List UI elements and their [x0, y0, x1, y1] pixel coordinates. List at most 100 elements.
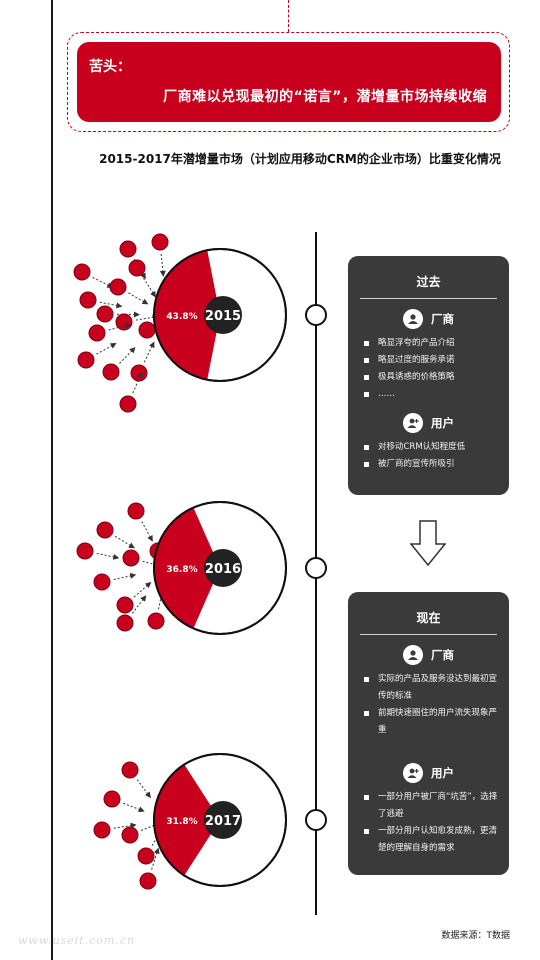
red-dot: [122, 549, 140, 567]
past-vendor-label: 厂商: [431, 312, 454, 326]
red-dot: [138, 321, 156, 339]
red-dot: [79, 291, 97, 309]
data-source: 数据来源：T数据: [441, 931, 511, 941]
present-user-heading: 用户: [348, 763, 509, 783]
dot-arrow: [128, 292, 149, 305]
red-dot: [93, 821, 111, 839]
present-vendor-list: 实际的产品及服务没达到最初宣传的标准 前期快速圈住的用户流失现象严重: [348, 671, 509, 739]
red-dot: [96, 521, 114, 539]
down-arrow-icon: [410, 520, 446, 566]
pie-outline: [153, 501, 287, 635]
red-dot: [151, 233, 169, 251]
red-dot: [147, 612, 165, 630]
red-dot: [102, 363, 120, 381]
red-dot: [119, 240, 137, 258]
red-dot: [116, 614, 134, 632]
red-dot: [119, 395, 137, 413]
user-plus-icon: [403, 413, 423, 433]
red-dot: [130, 364, 148, 382]
timeline-node-2017: [305, 809, 327, 831]
pie-year-label: 2015: [205, 309, 241, 324]
red-dot: [121, 826, 139, 844]
red-dot: [128, 259, 146, 277]
red-dot: [103, 790, 121, 808]
pie-year-label: 2017: [205, 814, 241, 829]
dot-arrow: [119, 347, 136, 364]
pie-2015: 2015 43.8%: [153, 248, 287, 382]
red-dot: [93, 573, 111, 591]
pie-percent-label: 43.8%: [166, 312, 197, 322]
list-item: 实际的产品及服务没达到最初宣传的标准: [364, 671, 499, 705]
banner-label: 苦头：: [89, 59, 131, 75]
past-vendor-list: 略显浮夸的产品介绍 略显过度的服务承诺 极具诱惑的价格策略 ……: [348, 335, 509, 403]
dot-arrow: [113, 572, 137, 580]
dot-arrow: [96, 552, 120, 560]
list-item: 一部分用户认知愈发成熟，更清楚的理解自身的需求: [364, 823, 499, 857]
watermark: www.useit.com.cn: [18, 934, 136, 947]
dot-arrow: [99, 301, 123, 309]
red-dot: [96, 305, 114, 323]
pie-percent-label: 31.8%: [166, 817, 197, 827]
present-title: 现在: [416, 611, 441, 625]
vendor-badge-icon: [403, 645, 423, 665]
red-dot: [77, 351, 95, 369]
red-dot: [116, 596, 134, 614]
pie-outline: [153, 248, 287, 382]
pie-center-2016: [204, 549, 242, 587]
list-item: 对移动CRM认知程度低: [364, 439, 499, 456]
red-dot: [109, 278, 127, 296]
banner-dashed-frame: [67, 32, 510, 132]
dot-arrow: [123, 802, 145, 813]
dot-arrow: [159, 253, 166, 277]
pie-charts: 2015 43.8% 2016 36.8% 2017 31.8%: [153, 248, 287, 887]
past-user-list: 对移动CRM认知程度低 被厂商的宣传所吸引: [348, 439, 509, 473]
pie-slice-2017: [154, 764, 220, 876]
pie-year-label: 2016: [205, 562, 241, 577]
red-dot: [127, 502, 145, 520]
present-vendor-label: 厂商: [431, 648, 454, 662]
present-panel: 现在 厂商 实际的产品及服务没达到最初宣传的标准 前期快速圈住的用户流失现象严重…: [348, 592, 509, 875]
banner-text: 厂商难以兑现最初的“诺言”，潜增量市场持续收缩: [163, 89, 487, 105]
timeline-node-2015: [305, 304, 327, 326]
drifting-dots: [73, 233, 169, 890]
list-item: 被厂商的宣传所吸引: [364, 456, 499, 473]
pie-percent-label: 36.8%: [166, 565, 197, 575]
top-dashed-connector: [288, 0, 289, 32]
dot-arrow: [92, 276, 114, 288]
red-dot: [76, 542, 94, 560]
list-item: 极具诱惑的价格策略: [364, 369, 499, 386]
red-dot: [73, 263, 91, 281]
red-dot: [139, 872, 157, 890]
list-item: 一部分用户被厂商“坑苦”，选择了逃避: [364, 789, 499, 823]
past-user-heading: 用户: [348, 413, 509, 433]
dot-arrow: [96, 343, 117, 355]
pie-slice-2016: [153, 507, 220, 629]
dot-arrow: [114, 535, 135, 549]
dot-arrow: [141, 521, 153, 542]
pie-outline: [153, 753, 287, 887]
dot-arrow: [143, 341, 155, 363]
vendor-badge-icon: [403, 309, 423, 329]
list-item: ……: [364, 386, 499, 403]
present-vendor-heading: 厂商: [348, 645, 509, 665]
present-user-label: 用户: [431, 766, 454, 780]
past-divider: [360, 298, 497, 299]
past-user-label: 用户: [431, 416, 454, 430]
present-divider: [360, 634, 497, 635]
list-item: 前期快速圈住的用户流失现象严重: [364, 705, 499, 739]
past-vendor-heading: 厂商: [348, 309, 509, 329]
pie-2016: 2016 36.8%: [153, 501, 287, 635]
present-user-list: 一部分用户被厂商“坑苦”，选择了逃避 一部分用户认知愈发成熟，更清楚的理解自身的…: [348, 789, 509, 857]
list-item: 略显浮夸的产品介绍: [364, 335, 499, 352]
red-dot: [137, 847, 155, 865]
list-item: 略显过度的服务承诺: [364, 352, 499, 369]
timeline-node-2016: [305, 557, 327, 579]
red-dot: [88, 324, 106, 342]
past-title: 过去: [416, 275, 441, 289]
pie-center-2017: [204, 801, 242, 839]
dot-arrow: [136, 779, 151, 799]
user-plus-icon: [403, 763, 423, 783]
chart-subtitle: 2015-2017年潜增量市场（计划应用移动CRM的企业市场）比重变化情况: [99, 152, 501, 166]
